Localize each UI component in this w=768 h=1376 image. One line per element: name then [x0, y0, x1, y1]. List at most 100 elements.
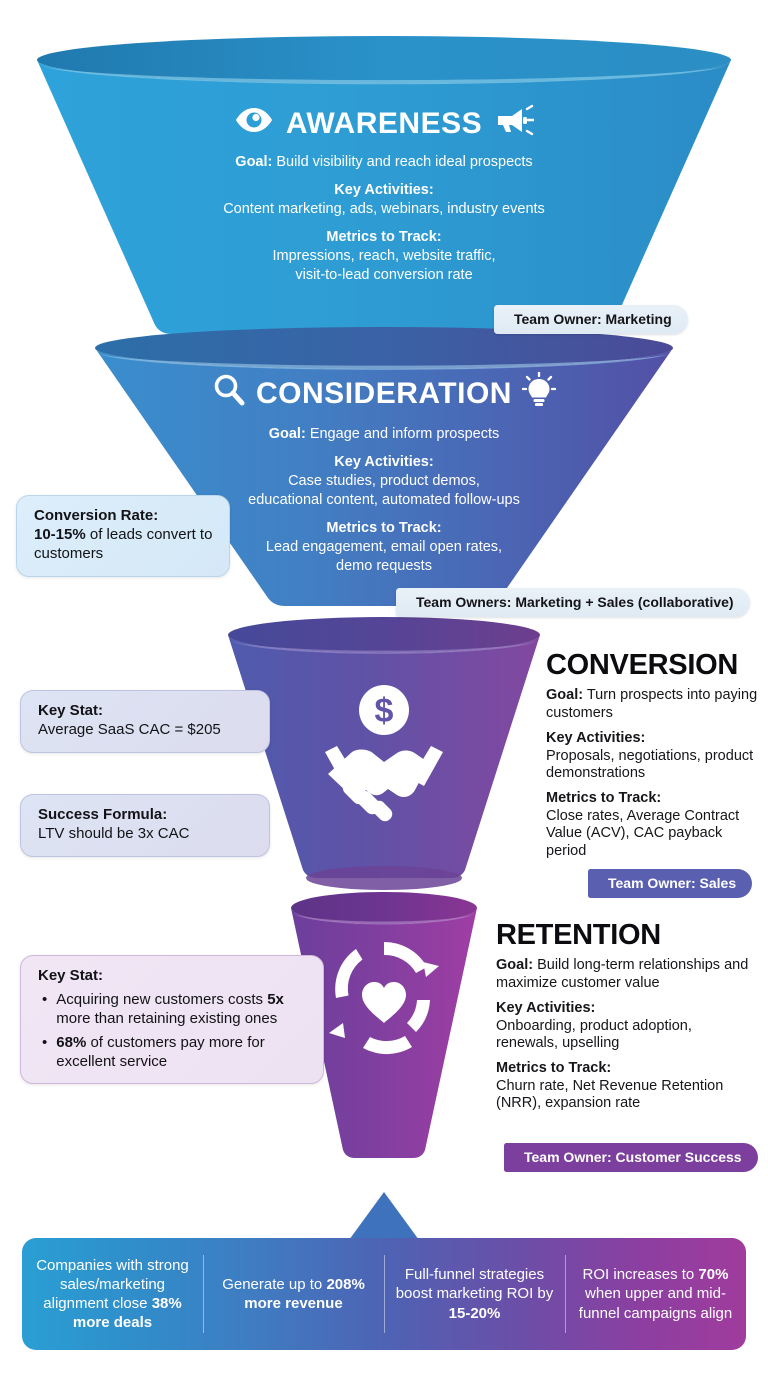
list-item: • 68% of customers pay more for excellen… — [38, 1034, 309, 1072]
consideration-metrics: Metrics to Track: Lead engagement, email… — [180, 519, 588, 576]
stage-title-retention: RETENTION — [496, 919, 661, 951]
retention-activities-text: Onboarding, product adoption, renewals, … — [496, 1017, 692, 1052]
funnel-segment-conversion — [228, 617, 540, 890]
stage-text-awareness: AWARENESS Goal: Build visibility and rea… — [144, 104, 624, 285]
megaphone-icon — [494, 104, 536, 144]
retention-bullet-1-bold: 5x — [267, 990, 284, 1008]
retention-activities-label: Key Activities: — [496, 999, 596, 1016]
conversion-goal-text: Turn prospects into paying customers — [546, 687, 758, 722]
callout-conversion-rate: Conversion Rate: 10-15% of leads convert… — [16, 495, 230, 577]
awareness-metrics-line1: Impressions, reach, website traffic, — [272, 247, 496, 264]
magnifier-icon — [212, 373, 246, 415]
badge-team-owner-marketing: Team Owner: Marketing — [494, 305, 688, 334]
consideration-metrics-line1: Lead engagement, email open rates, — [265, 539, 503, 556]
bottom-stats-bar: Companies with strong sales/marketing al… — [22, 1238, 746, 1350]
stage-text-consideration: CONSIDERATION Goal: Engage and inform pr… — [180, 371, 588, 577]
awareness-metrics-label: Metrics to Track: — [326, 228, 442, 245]
awareness-title-row: AWARENESS — [144, 104, 624, 144]
list-item: • Acquiring new customers costs 5x more … — [38, 991, 309, 1029]
conversion-activities-text: Proposals, negotiations, product demonst… — [546, 747, 754, 782]
stage-title-awareness: AWARENESS — [285, 107, 483, 140]
conversion-activities-label: Key Activities: — [546, 729, 646, 746]
bottom-stat-4-pre: ROI increases to — [582, 1266, 699, 1284]
awareness-activities: Key Activities: Content marketing, ads, … — [144, 181, 624, 219]
badge-label-conversion: Team Owner: Sales — [608, 875, 737, 891]
conversion-metrics: Metrics to Track: Close rates, Average C… — [546, 790, 762, 861]
consideration-activities-line1: Case studies, product demos, — [288, 472, 480, 489]
consideration-goal: Goal: Engage and inform prospects — [180, 425, 588, 444]
retention-goal-text: Build long-term relationships and maximi… — [496, 957, 749, 992]
eye-icon — [234, 106, 274, 142]
retention-goal-label: Goal: — [496, 957, 534, 974]
consideration-activities-line2: educational content, automated follow-up… — [248, 491, 520, 508]
bottom-stat-cell-4: ROI increases to 70% when upper and mid-… — [565, 1238, 746, 1350]
badge-label-retention: Team Owner: Customer Success — [524, 1149, 742, 1165]
bottom-stat-2-pre: Generate up to — [222, 1275, 327, 1293]
conversion-goal-label: Goal: — [546, 687, 584, 704]
retention-bullet-2-post: of customers pay more for excellent serv… — [56, 1033, 265, 1070]
callout-success-formula-head: Success Formula: — [38, 806, 168, 823]
callout-conversion-rate-value: 10-15% — [34, 525, 86, 543]
bottom-stat-4-post: when upper and mid-funnel campaigns alig… — [578, 1285, 733, 1322]
badge-team-owner-customer-success: Team Owner: Customer Success — [504, 1143, 758, 1172]
badge-team-owner-sales: Team Owner: Sales — [588, 869, 753, 898]
heart-refresh-icon — [329, 941, 439, 1055]
bottom-stat-4-bold: 70% — [698, 1266, 729, 1284]
callout-cac-stat-body: Average SaaS CAC = $205 — [38, 720, 221, 738]
retention-activities: Key Activities: Onboarding, product adop… — [496, 1000, 754, 1053]
callout-retention-stat: Key Stat: • Acquiring new customers cost… — [20, 955, 324, 1085]
retention-metrics: Metrics to Track: Churn rate, Net Revenu… — [496, 1060, 754, 1113]
retention-metrics-label: Metrics to Track: — [496, 1059, 612, 1076]
callout-success-formula-body: LTV should be 3x CAC — [38, 824, 190, 842]
stage-text-retention: RETENTION Goal: Build long-term relation… — [496, 920, 754, 1113]
awareness-goal-text: Build visibility and reach ideal prospec… — [272, 154, 533, 170]
handshake-dollar-icon: $ — [325, 685, 443, 822]
awareness-activities-text: Content marketing, ads, webinars, indust… — [223, 200, 545, 217]
consideration-metrics-line2: demo requests — [336, 558, 432, 575]
bottom-stat-cell-2: Generate up to 208% more revenue — [203, 1238, 384, 1350]
conversion-goal: Goal: Turn prospects into paying custome… — [546, 687, 762, 722]
bottom-stat-cell-3: Full-funnel strategies boost marketing R… — [384, 1238, 565, 1350]
callout-conversion-rate-rest: of leads convert to customers — [34, 525, 213, 562]
retention-metrics-text: Churn rate, Net Revenue Retention (NRR),… — [496, 1077, 724, 1112]
awareness-metrics: Metrics to Track: Impressions, reach, we… — [144, 228, 624, 285]
awareness-activities-label: Key Activities: — [334, 181, 434, 198]
awareness-metrics-line2: visit-to-lead conversion rate — [295, 267, 473, 284]
bottom-stat-2-bold: 208% more revenue — [244, 1275, 365, 1312]
consideration-metrics-label: Metrics to Track: — [326, 520, 442, 537]
stage-title-consideration: CONSIDERATION — [256, 377, 512, 410]
consideration-goal-text: Engage and inform prospects — [305, 426, 500, 442]
conversion-activities: Key Activities: Proposals, negotiations,… — [546, 730, 762, 783]
lightbulb-icon — [521, 371, 557, 416]
consideration-goal-label: Goal: — [268, 426, 306, 442]
callout-conversion-rate-head: Conversion Rate: — [34, 507, 159, 524]
bottom-stat-1-pre: Companies with strong sales/marketing al… — [36, 1256, 189, 1312]
consideration-activities: Key Activities: Case studies, product de… — [180, 453, 588, 510]
bottom-bar-arrow-icon — [349, 1192, 419, 1240]
badge-label-consideration: Team Owners: Marketing + Sales (collabor… — [416, 594, 734, 610]
bottom-stat-1-bold: 38% more deals — [72, 1295, 182, 1332]
callout-cac-stat-head: Key Stat: — [38, 702, 104, 719]
consideration-activities-label: Key Activities: — [334, 453, 434, 470]
callout-cac-stat: Key Stat: Average SaaS CAC = $205 — [20, 690, 270, 753]
retention-bullet-1-pre: Acquiring new customers costs — [56, 990, 268, 1008]
consideration-title-row: CONSIDERATION — [180, 371, 588, 416]
conversion-metrics-text: Close rates, Average Contract Value (ACV… — [546, 807, 740, 859]
retention-bullet-1-post: more than retaining existing ones — [56, 1009, 278, 1027]
conversion-metrics-label: Metrics to Track: — [546, 789, 662, 806]
retention-goal: Goal: Build long-term relationships and … — [496, 957, 754, 992]
bullet-dot-icon: • — [42, 1033, 48, 1051]
badge-label-awareness: Team Owner: Marketing — [514, 311, 672, 327]
bullet-dot-icon: • — [42, 990, 48, 1008]
funnel-segment-awareness — [37, 36, 731, 334]
awareness-goal: Goal: Build visibility and reach ideal p… — [144, 153, 624, 172]
svg-text:$: $ — [375, 692, 394, 730]
stage-text-conversion: CONVERSION Goal: Turn prospects into pay… — [546, 650, 762, 861]
badge-team-owners-consideration: Team Owners: Marketing + Sales (collabor… — [396, 588, 750, 617]
callout-retention-stat-head: Key Stat: — [38, 967, 104, 984]
bottom-stat-3-pre: Full-funnel strategies boost marketing R… — [395, 1266, 554, 1303]
bottom-stat-cell-1: Companies with strong sales/marketing al… — [22, 1238, 203, 1350]
callout-success-formula: Success Formula: LTV should be 3x CAC — [20, 794, 270, 857]
